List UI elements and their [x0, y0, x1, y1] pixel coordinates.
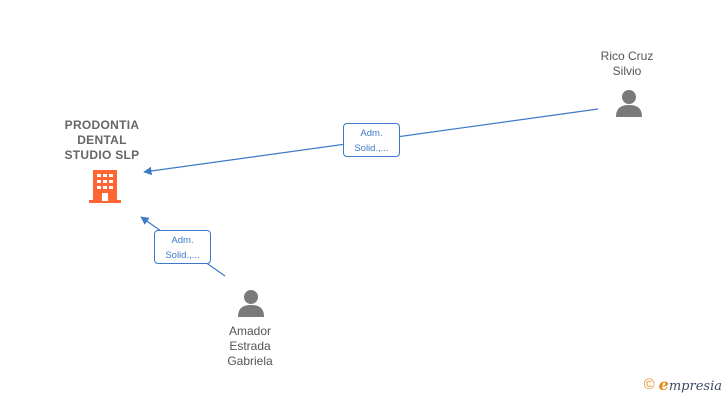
person-amador-line-3: Gabriela [227, 354, 273, 368]
person-rico-line-1: Rico Cruz [600, 49, 654, 63]
edge-label-amador-line-2: Solid.,... [165, 250, 200, 261]
person-rico-line-2: Silvio [612, 64, 642, 78]
person-amador-line-1: Amador [228, 324, 272, 338]
copyright-icon: © [643, 376, 655, 393]
brand-rest: mpresia [668, 379, 722, 394]
person-amador-line-2: Estrada [229, 339, 271, 353]
edge-label-rico-line-1: Adm. [360, 128, 383, 139]
company-name-line-3: STUDIO SLP [64, 148, 140, 162]
watermark: © empresia [644, 375, 722, 394]
brand-initial: e [658, 375, 669, 394]
building-icon[interactable] [88, 168, 122, 204]
edge-label-rico-line-2: Solid.,... [354, 143, 389, 154]
edge-label-rico[interactable]: Adm. Solid.,... [343, 123, 400, 157]
company-name[interactable]: PRODONTIA DENTAL STUDIO SLP [48, 118, 156, 163]
edge-label-amador-line-1: Adm. [171, 235, 194, 246]
edge-label-amador[interactable]: Adm. Solid.,... [154, 230, 211, 264]
person-icon[interactable] [614, 88, 644, 118]
person-icon[interactable] [236, 288, 266, 318]
person-name-amador[interactable]: Amador Estrada Gabriela [207, 324, 293, 369]
company-name-line-2: DENTAL [77, 133, 127, 147]
person-name-rico[interactable]: Rico Cruz Silvio [584, 49, 670, 79]
brand-logo: empresia [659, 375, 722, 394]
company-name-line-1: PRODONTIA [64, 118, 140, 132]
